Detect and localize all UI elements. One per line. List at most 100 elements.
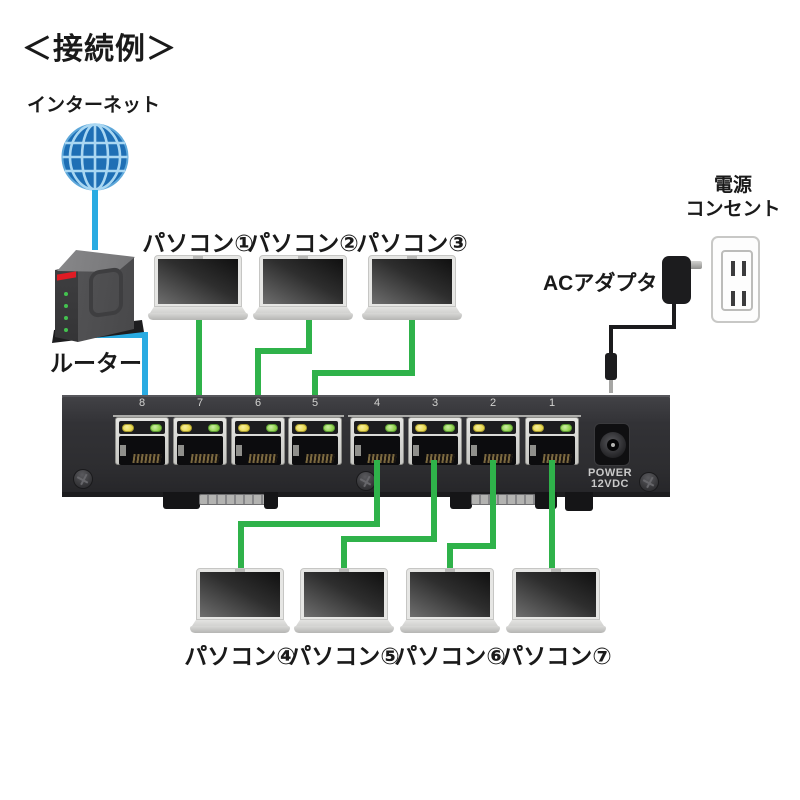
jack-ring [600, 432, 626, 458]
laptop-pc4-icon [190, 568, 290, 634]
switch-foot [264, 492, 278, 509]
port-number-1: 1 [548, 397, 556, 409]
rj45-port-4 [350, 417, 404, 465]
led-yellow-icon [532, 423, 544, 432]
rj45-port-2 [466, 417, 520, 465]
port-number-5: 5 [311, 397, 319, 409]
switch-foot [450, 492, 472, 509]
pc6-cable-seg1 [490, 460, 496, 549]
pc6-cable-seg2 [447, 543, 496, 549]
led-yellow-icon [473, 423, 485, 432]
pc7-cable [549, 460, 555, 572]
pc2-cable-seg1 [306, 316, 312, 354]
pc1-label: パソコン① [142, 230, 254, 256]
port-group-strip [113, 415, 344, 417]
port-number-4: 4 [373, 397, 381, 409]
rj45-cavity [177, 436, 223, 465]
outlet-socket-plate [721, 250, 753, 311]
router-device [48, 244, 148, 352]
router-led-icon [64, 304, 68, 308]
pc5-cable-seg2 [341, 536, 437, 542]
rj45-port-6 [231, 417, 285, 465]
power-label-line2: 12VDC [591, 478, 629, 490]
pc1-cable [196, 316, 202, 397]
page-title: ＜接続例＞ [22, 33, 177, 66]
pc2-label: パソコン② [247, 230, 359, 256]
internet-router-cable [92, 190, 98, 250]
router-front-face [55, 265, 78, 342]
outlet-slot [731, 261, 735, 276]
pc5-cable-seg3 [341, 536, 347, 572]
router-top-face [57, 250, 135, 272]
dc-plug-tip [609, 380, 613, 393]
jack-pin [611, 443, 615, 447]
led-green-icon [208, 423, 220, 432]
outlet-slot [742, 261, 746, 276]
ac-adapter-icon [662, 256, 691, 304]
led-green-icon [560, 423, 572, 432]
rj45-cavity [119, 436, 165, 465]
led-green-icon [150, 423, 162, 432]
pc3-cable-seg1 [409, 316, 415, 376]
switch-foot-bar [471, 494, 536, 505]
port-number-3: 3 [431, 397, 439, 409]
pc2-cable-seg3 [255, 348, 261, 397]
led-yellow-icon [122, 423, 134, 432]
router-led-icon [64, 328, 68, 332]
port-number-8: 8 [138, 397, 146, 409]
screw-icon [69, 465, 97, 493]
outlet-slot [731, 291, 735, 306]
outlet-label: 電源 コンセント [683, 174, 783, 222]
router-led-icon [64, 292, 68, 296]
pc6-cable-seg3 [447, 543, 453, 572]
led-yellow-icon [415, 423, 427, 432]
power-outlet-icon [711, 236, 760, 323]
pc5-label: パソコン⑤ [288, 643, 400, 669]
pc7-label: パソコン⑦ [500, 643, 612, 669]
laptop-pc2-icon [253, 255, 353, 321]
led-green-icon [501, 423, 513, 432]
pc4-cable-seg3 [238, 521, 244, 572]
switch-foot [565, 492, 593, 511]
rj45-port-1 [525, 417, 579, 465]
router-label: ルーター [50, 350, 142, 376]
dc-power-jack [594, 423, 630, 466]
switch-device: 8 7 6 5 4 3 2 1 [62, 395, 670, 511]
laptop-pc6-icon [400, 568, 500, 634]
led-yellow-icon [238, 423, 250, 432]
router-led-icon [64, 316, 68, 320]
dc-plug-icon [605, 353, 617, 380]
laptop-pc1-icon [148, 255, 248, 321]
power-rating-label: POWER 12VDC [580, 468, 640, 490]
pc3-cable-seg2 [312, 370, 415, 376]
laptop-pc3-icon [362, 255, 462, 321]
internet-globe-icon [60, 122, 130, 192]
jack-hole [607, 439, 619, 451]
laptop-pc5-icon [294, 568, 394, 634]
pc3-cable-seg3 [312, 370, 318, 397]
pc2-cable-seg2 [255, 348, 312, 354]
power-cord-seg1 [672, 302, 676, 329]
pc5-cable-seg1 [431, 460, 437, 542]
router-switch-cable-seg3 [142, 332, 148, 397]
rj45-cavity [354, 436, 400, 465]
port-number-6: 6 [254, 397, 262, 409]
rj45-cavity [235, 436, 281, 465]
rj45-port-5 [288, 417, 342, 465]
led-yellow-icon [180, 423, 192, 432]
port-number-2: 2 [489, 397, 497, 409]
led-yellow-icon [295, 423, 307, 432]
outlet-label-line1: 電源 [713, 175, 752, 196]
outlet-slot [742, 291, 746, 306]
rj45-port-8 [115, 417, 169, 465]
power-label-line1: POWER [587, 467, 633, 479]
rj45-cavity [292, 436, 338, 465]
pc4-cable-seg2 [238, 521, 380, 527]
adapter-prong [689, 261, 702, 269]
led-green-icon [385, 423, 397, 432]
power-cord-seg3 [609, 325, 613, 355]
switch-bottom-edge [62, 492, 670, 497]
pc4-label: パソコン④ [184, 643, 296, 669]
pc6-label: パソコン⑥ [394, 643, 506, 669]
internet-label: インターネット [27, 95, 161, 116]
